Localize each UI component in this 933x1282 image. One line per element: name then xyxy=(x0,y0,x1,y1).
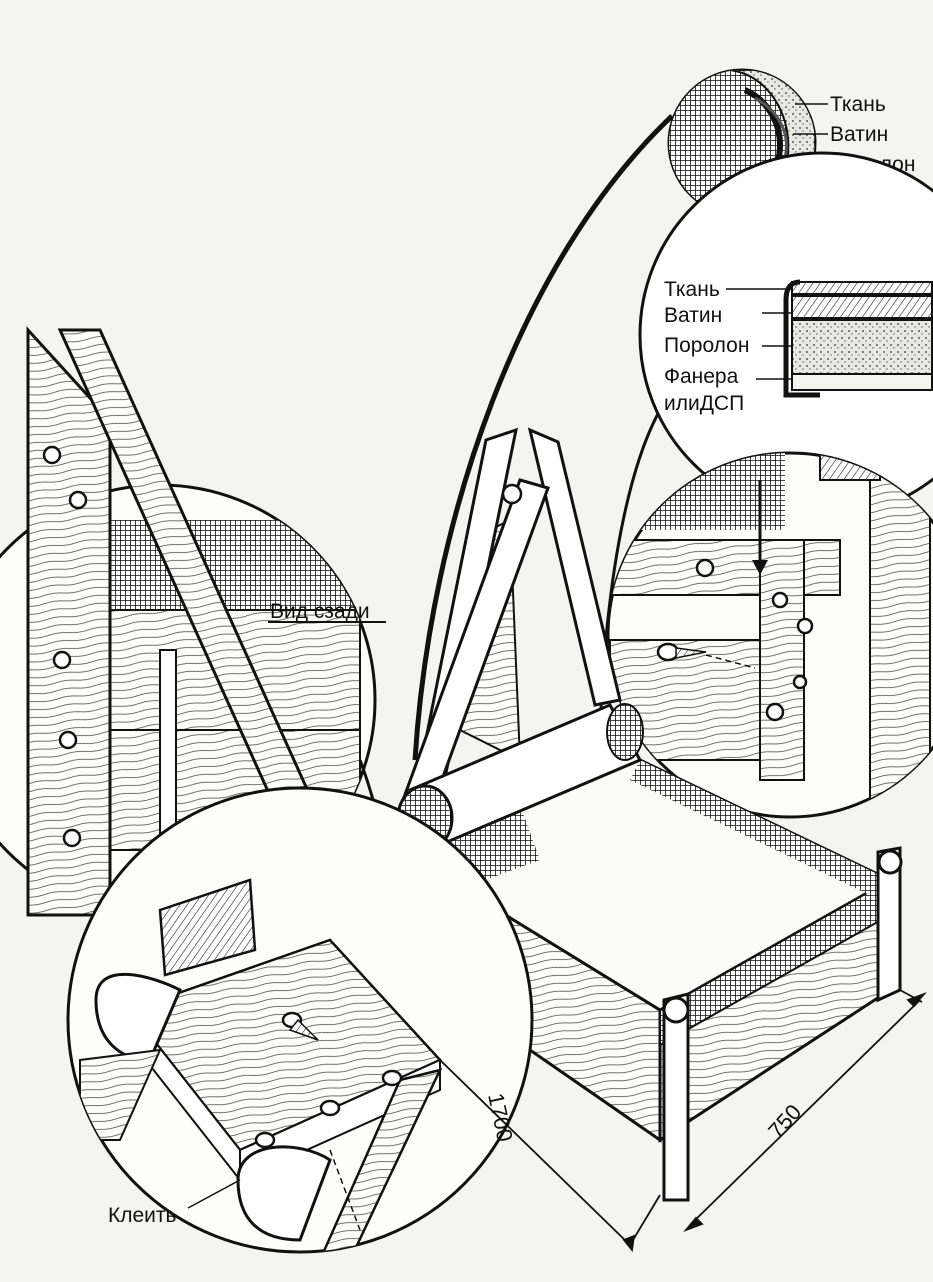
mid-label-plywood: Фанера xyxy=(664,365,739,388)
glue-label: Клеить xyxy=(108,1204,177,1227)
mid-label-foam: Поролон xyxy=(664,334,749,357)
mid-label-batting: Ватин xyxy=(664,304,722,327)
top-label-fabric: Ткань xyxy=(830,93,886,116)
top-label-batting: Ватин xyxy=(830,123,888,146)
screw-row xyxy=(42,445,88,848)
seat-layers-detail: Ткань Ватин Поролон Фанера илиДСП xyxy=(638,151,933,519)
screw-icon xyxy=(656,642,707,662)
corner-joint-detail xyxy=(606,451,933,819)
dimension-width: 750 xyxy=(763,1099,806,1143)
mid-label-chipboard: илиДСП xyxy=(664,392,744,415)
screw-icon xyxy=(281,1011,319,1041)
glue-joint-detail: Клеить xyxy=(66,786,534,1254)
mid-label-fabric: Ткань xyxy=(664,278,720,301)
rear-view-label: Вид сзади xyxy=(270,600,370,623)
dimension-lines xyxy=(439,989,927,1253)
